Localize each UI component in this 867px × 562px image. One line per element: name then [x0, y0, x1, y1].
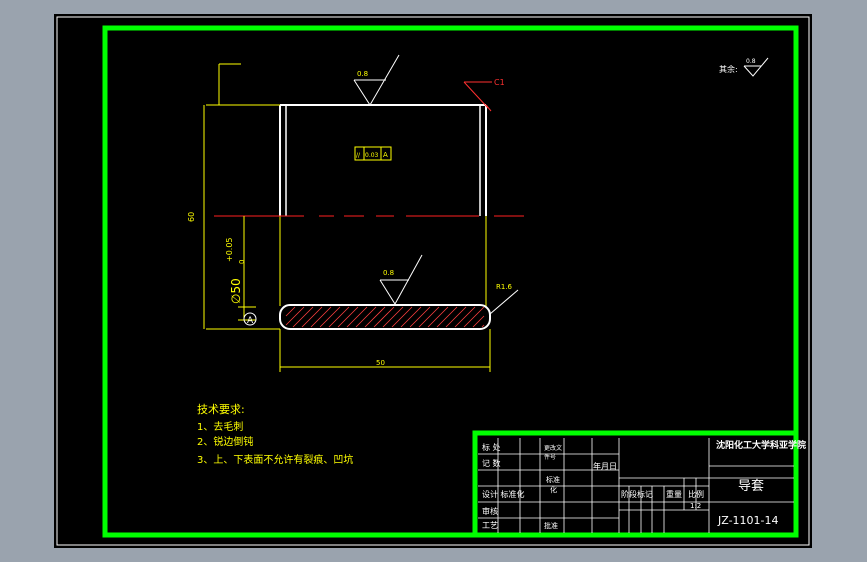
diameter-label: ∅50 [229, 278, 243, 304]
fillet-leader [489, 289, 519, 315]
tolerance-frame: // 0.03 A [354, 146, 392, 161]
hatch-line [391, 306, 413, 328]
roughness-other-label: 其余: [719, 64, 738, 74]
svg-text:件号: 件号 [544, 453, 556, 461]
hatch-line [346, 306, 368, 328]
length-dimension [279, 329, 491, 372]
tech-requirements: 技术要求: 1、去毛刺 2、锐边倒钝 3、上、下表面不允许有裂痕、凹坑 [197, 403, 353, 466]
datum-marker: A [243, 312, 257, 326]
svg-text:记 数: 记 数 [482, 458, 501, 468]
diameter-tol2-label: 0 [238, 260, 246, 264]
hatch-line [328, 306, 350, 328]
cad-viewport[interactable]: 60 ∅50 +0.05 0 A 50 0.8 0.8 其余: 0.8 C1 [54, 14, 812, 548]
hatch-line [310, 306, 332, 328]
svg-text:阶段标记: 阶段标记 [621, 489, 653, 499]
svg-text:化: 化 [550, 485, 557, 494]
hatch-line [427, 306, 449, 328]
hatch-line [292, 306, 314, 328]
roughness-top-symbol [353, 54, 400, 106]
hatch-line [285, 306, 305, 326]
svg-text:年月日: 年月日 [593, 461, 617, 471]
roughness-inner-value: 0.8 [383, 269, 394, 277]
roughness-other-symbol [743, 57, 769, 77]
svg-text:标准: 标准 [546, 475, 560, 484]
roughness-inner-symbol [379, 254, 423, 305]
hatch-line [301, 306, 323, 328]
tech-req-item: 1、去毛刺 [197, 421, 243, 433]
diameter-tol-label: +0.05 [225, 237, 234, 262]
diameter-dimension [238, 216, 256, 321]
hatch-line [337, 306, 359, 328]
svg-text:A: A [383, 151, 388, 159]
part-name: 导套 [738, 478, 764, 494]
frame-border [102, 25, 799, 538]
tech-req-title: 技术要求: [197, 403, 245, 416]
roughness-top-value: 0.8 [357, 70, 368, 78]
fillet-label: R1.6 [496, 283, 513, 291]
hatch-line [355, 306, 377, 328]
drawing-canvas: 60 ∅50 +0.05 0 A 50 0.8 0.8 其余: 0.8 C1 [56, 16, 810, 546]
hatch-line [400, 306, 422, 328]
svg-text:批准: 批准 [544, 521, 558, 530]
svg-text:工艺: 工艺 [482, 521, 498, 530]
hatch-line [373, 306, 395, 328]
school-name: 沈阳化工大学科亚学院 [716, 439, 806, 451]
part-outline [279, 104, 492, 330]
tech-req-item: 3、上、下表面不允许有裂痕、凹坑 [197, 453, 353, 466]
hatch-line [481, 324, 485, 328]
hatch-line [472, 315, 485, 328]
hatch-line [418, 306, 440, 328]
drawing-number: JZ-1101-14 [717, 514, 779, 527]
svg-text:标 处: 标 处 [482, 442, 501, 452]
svg-text:0.03: 0.03 [365, 152, 379, 159]
hatch-line [454, 306, 476, 328]
svg-text:更改文: 更改文 [544, 444, 562, 452]
hatch-line [319, 306, 341, 328]
svg-text:设计 标准化: 设计 标准化 [482, 489, 525, 499]
chamfer-top-label: C1 [494, 78, 505, 87]
svg-text:比例: 比例 [688, 489, 704, 499]
length-dim-label: 50 [376, 359, 385, 367]
hatch-line [285, 306, 296, 317]
hatch-line [364, 306, 386, 328]
section-hatch [285, 306, 485, 328]
hatch-line [463, 306, 485, 328]
scale-value: 1:2 [690, 502, 701, 510]
svg-text:A: A [247, 316, 254, 326]
hatch-line [409, 306, 431, 328]
svg-text:审核: 审核 [482, 506, 498, 516]
hatch-line [436, 306, 458, 328]
height-dim-label: 60 [187, 212, 196, 222]
tech-req-item: 2、锐边倒钝 [197, 435, 253, 448]
svg-text:重量: 重量 [666, 489, 682, 499]
outer-border [56, 16, 810, 546]
height-dimension [203, 63, 280, 330]
hatch-line [382, 306, 404, 328]
hatch-line [445, 306, 467, 328]
title-block: 标 处 记 数 设计 标准化 审核 工艺 更改文 件号 标准 化 批准 年月日 … [472, 430, 806, 538]
chamfer-leader [463, 81, 492, 109]
roughness-other-value: 0.8 [746, 58, 756, 65]
svg-text://: // [356, 152, 361, 159]
